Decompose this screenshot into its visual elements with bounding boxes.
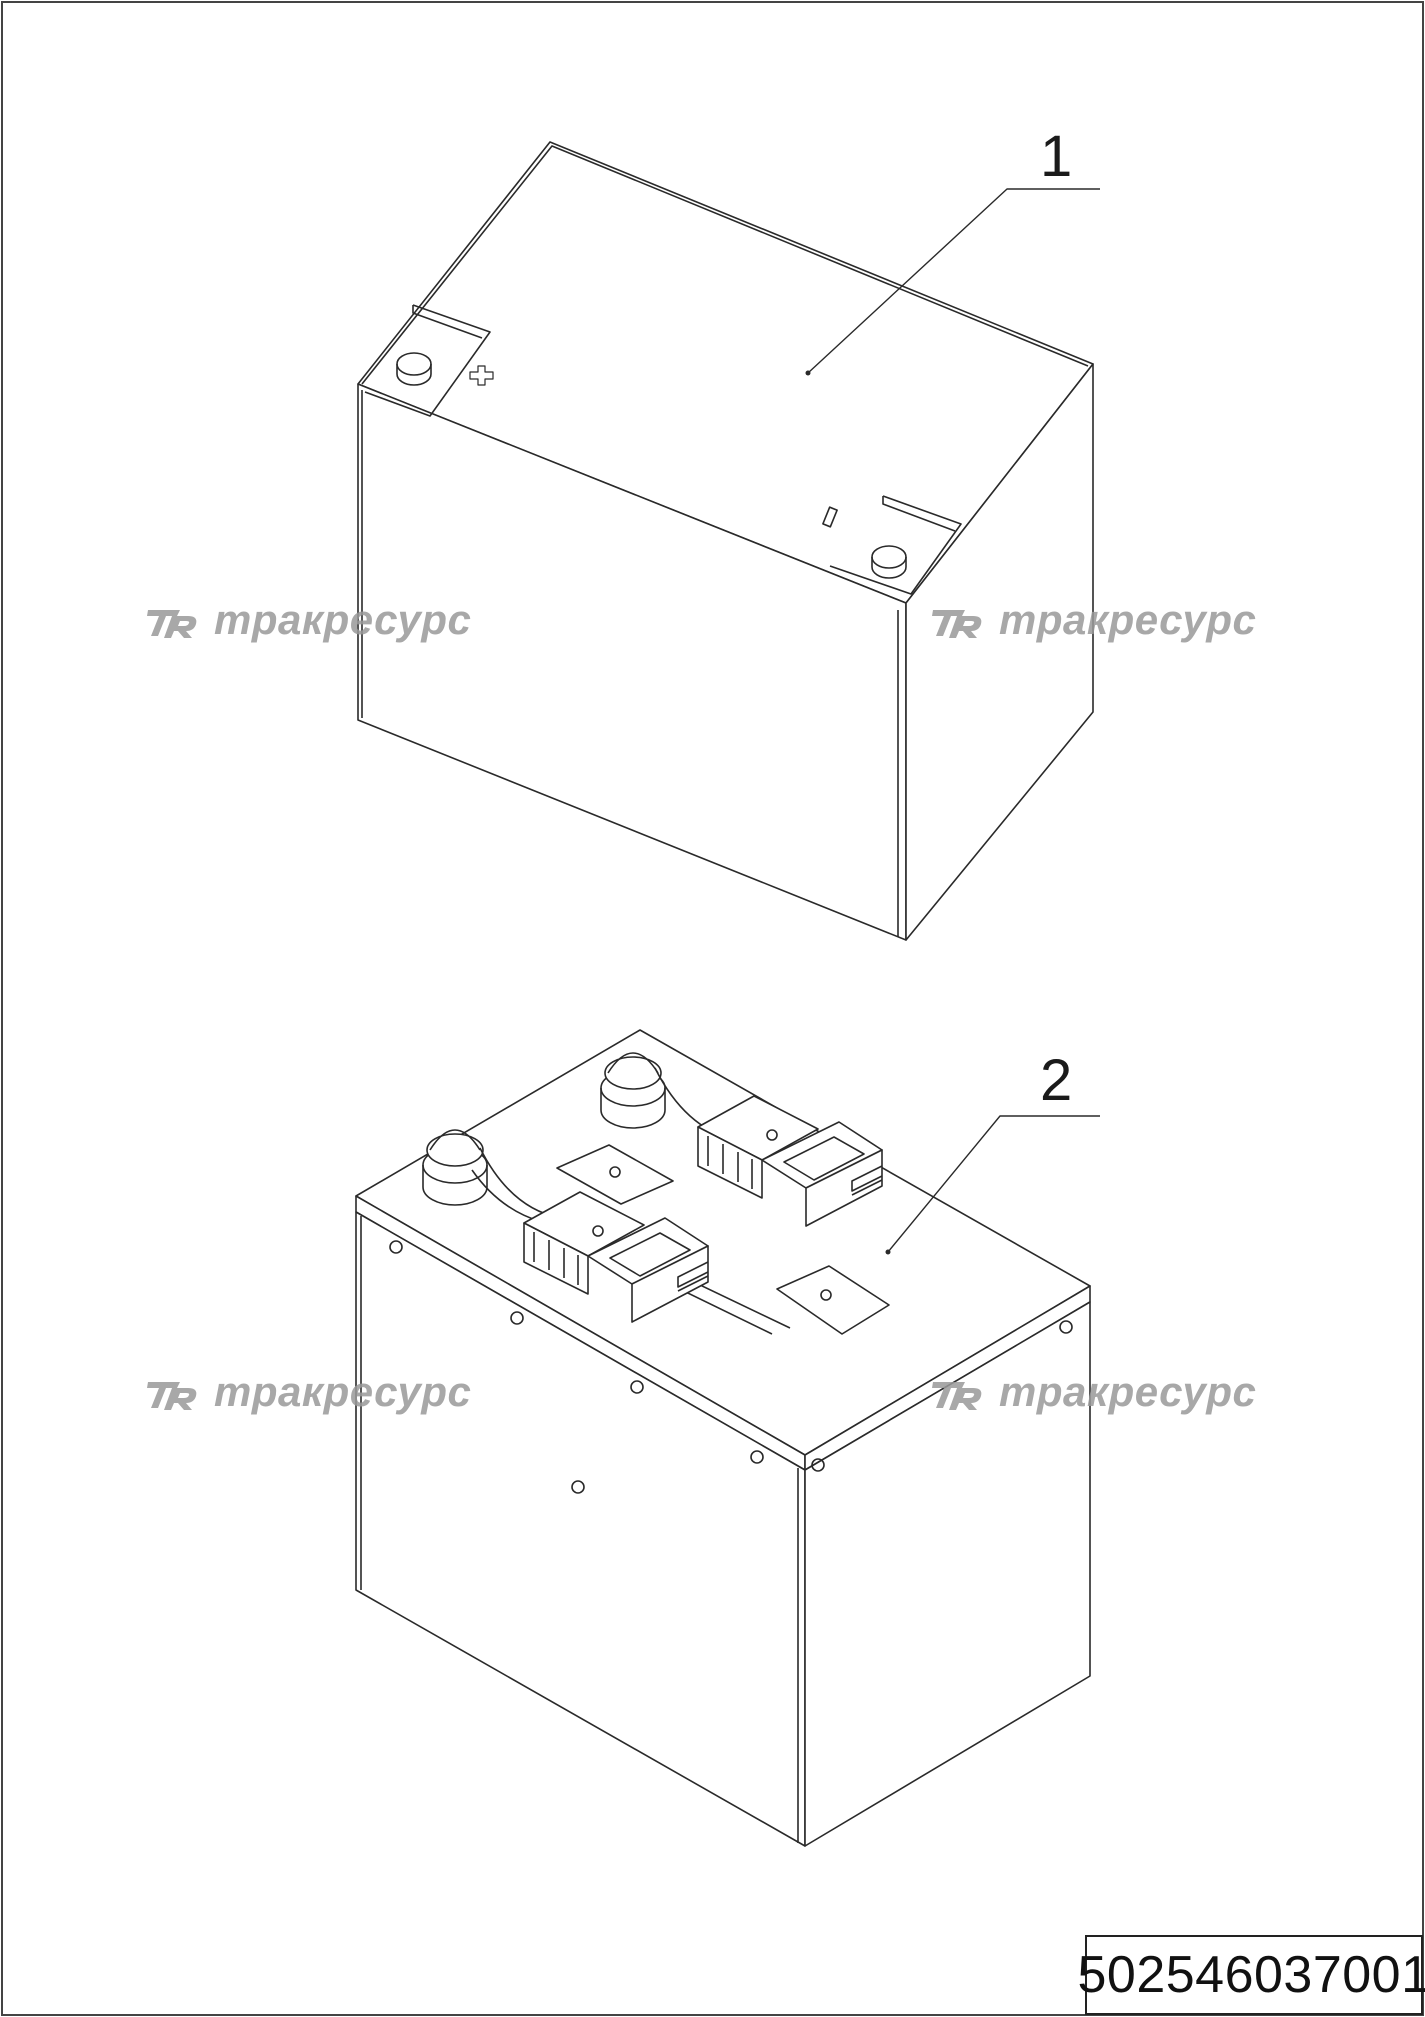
battery-1 [357,141,1100,941]
trackresurs-logo-icon [147,1382,197,1410]
watermark: тракресурс [142,1368,471,1416]
watermark-text: тракресурс [999,596,1257,643]
part-number: 502546037001 [1077,1946,1425,2004]
trackresurs-logo-icon [932,610,982,638]
connector-left [523,1191,709,1323]
trackresurs-logo-icon [147,610,197,638]
watermark-text: тракресурс [214,596,472,643]
watermark: тракресурс [927,596,1256,644]
watermark: тракресурс [927,1368,1256,1416]
connector-right [697,1095,883,1227]
watermark: тракресурс [142,596,471,644]
watermark-text: тракресурс [214,1368,472,1415]
battery-2 [355,1029,1100,1847]
watermark-text: тракресурс [999,1368,1257,1415]
callout-1: 1 [1040,124,1073,189]
trackresurs-logo-icon [932,1382,982,1410]
part-number-box: 502546037001 [1077,1935,1425,2015]
callout-2: 2 [1040,1048,1073,1113]
